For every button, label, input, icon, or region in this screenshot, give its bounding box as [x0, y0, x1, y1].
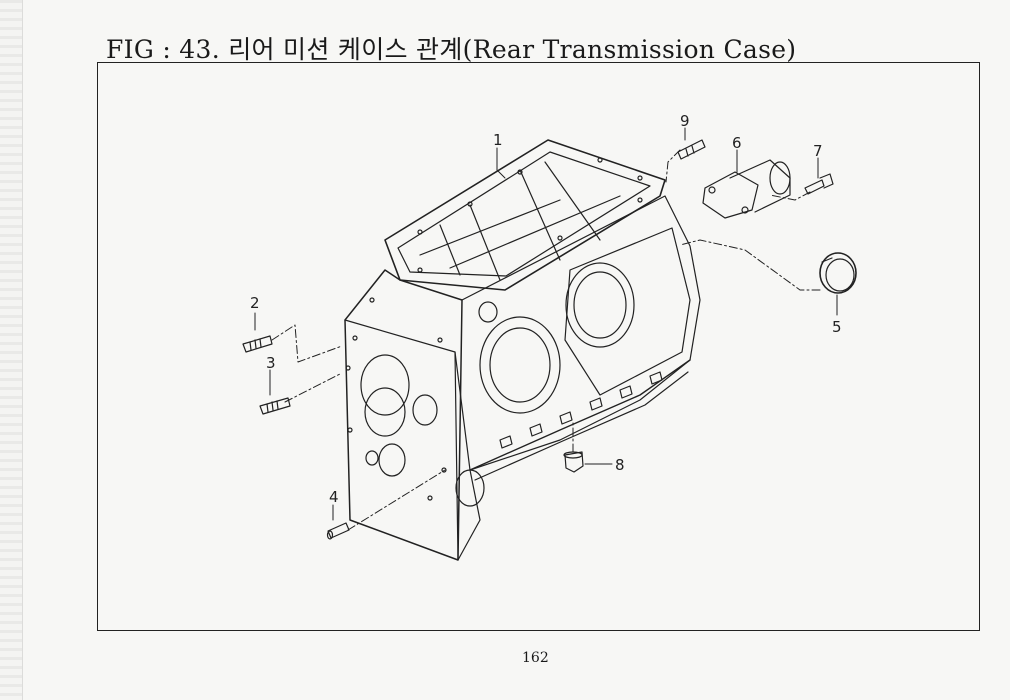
- dowel-pin-4: [326, 522, 350, 540]
- bolt-7: [804, 173, 834, 195]
- scan-binding-edge: [0, 0, 23, 700]
- figure-frame: [97, 62, 980, 631]
- rear-transmission-case: [344, 139, 701, 561]
- page-number: 162: [522, 650, 549, 666]
- callout-labels: 1 2 3 4 5 6 7 8 9: [250, 112, 842, 506]
- callout-8: 8: [615, 456, 625, 474]
- callout-3: 3: [266, 354, 276, 372]
- callout-7: 7: [813, 142, 823, 160]
- callout-9: 9: [680, 112, 690, 130]
- figure-title: FIG : 43. 리어 미션 케이스 관계(Rear Transmission…: [106, 35, 797, 64]
- callout-2: 2: [250, 294, 260, 312]
- stud-bolt-2: [242, 335, 273, 353]
- drain-plug-8: [563, 451, 584, 473]
- callout-6: 6: [732, 134, 742, 152]
- callout-1: 1: [493, 131, 503, 149]
- stud-bolt-3: [259, 397, 291, 415]
- oil-seal-5: [819, 252, 857, 294]
- cover-flange-6: [702, 159, 791, 219]
- leader-lines: [254, 127, 838, 531]
- callout-5: 5: [832, 318, 842, 336]
- callout-4: 4: [329, 488, 339, 506]
- stud-9: [677, 139, 706, 160]
